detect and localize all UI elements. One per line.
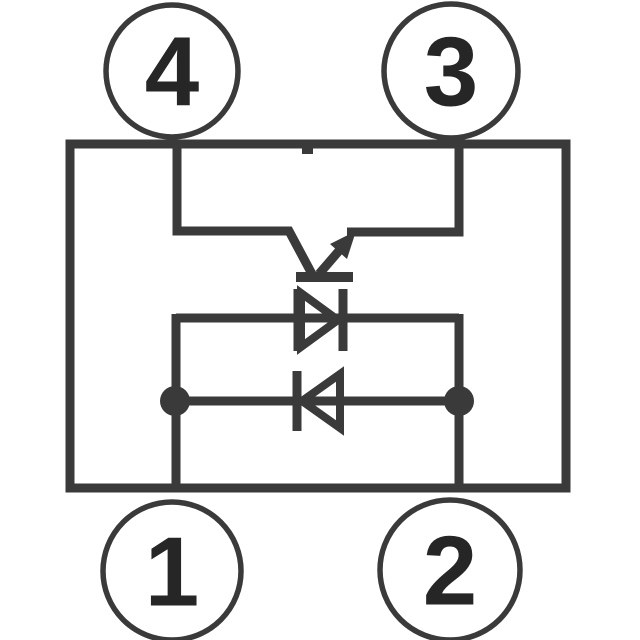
junction-dot-right [444, 386, 474, 416]
pin-4-circle [103, 2, 241, 140]
emitter-arrowhead-icon [330, 231, 356, 259]
transistor-emitter-rail [347, 140, 464, 237]
pin-4-number: 4 [145, 16, 200, 126]
top-edge-stub [302, 148, 313, 154]
pin-2-circle [377, 497, 523, 640]
pin-1-circle [100, 499, 244, 640]
upper-led-triangle [297, 285, 345, 355]
junction-dot-left [160, 386, 190, 416]
pin-2-number: 2 [423, 515, 478, 625]
pin-1-number: 1 [145, 516, 200, 626]
pin-3-number: 3 [424, 16, 479, 126]
transistor-collector-wire [172, 140, 316, 277]
lower-led-triangle [295, 366, 344, 436]
pin-3-circle [381, 1, 521, 141]
package-outline [65, 139, 571, 493]
